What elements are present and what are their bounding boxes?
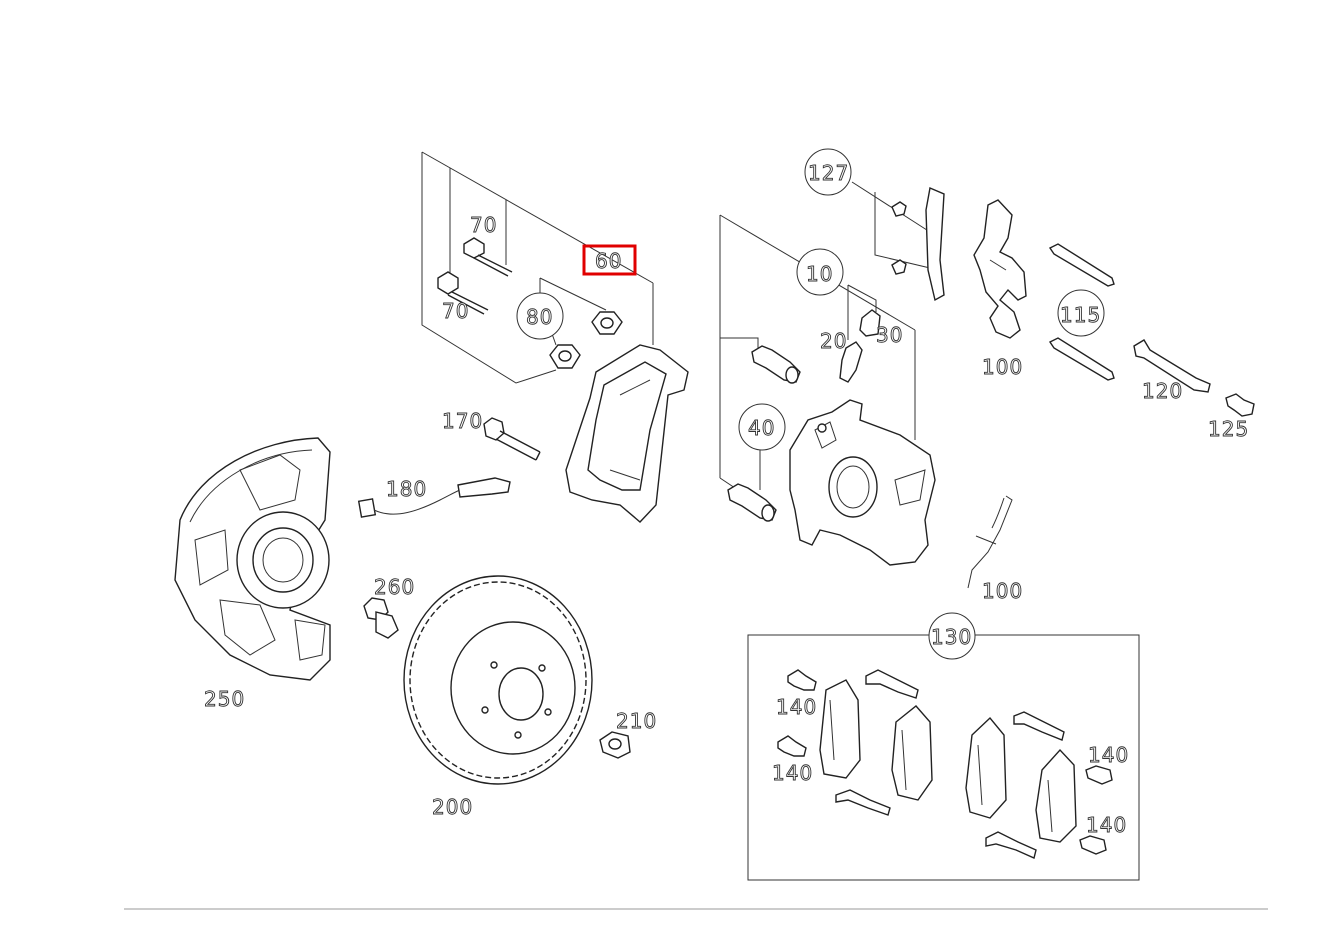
spring-100-lower: [967, 495, 1013, 589]
label-140-d: 140: [1086, 813, 1127, 837]
brake-pad-1: [819, 679, 861, 779]
spring-plate: [925, 187, 945, 302]
highlight-box-60: [582, 244, 637, 276]
caliper-body: [789, 399, 936, 566]
brake-pad-3: [965, 716, 1007, 819]
callout-bubbles: [516, 148, 1105, 660]
label-20: 20: [820, 329, 847, 353]
label-10: 10: [806, 262, 833, 286]
label-180: 180: [386, 477, 427, 501]
dust-shield-250: [174, 437, 331, 681]
clip-127-pins: [891, 201, 907, 275]
bolt-125: [1225, 393, 1255, 417]
label-40: 40: [748, 416, 775, 440]
bolt-140-d: [1079, 835, 1107, 855]
label-100-lower: 100: [982, 579, 1023, 603]
label-210: 210: [616, 709, 657, 733]
brake-disc-200: [403, 575, 593, 785]
caliper-carrier: [565, 344, 689, 523]
bolt-140-a: [787, 669, 817, 691]
label-70-lower: 70: [442, 299, 469, 323]
label-130: 130: [931, 625, 972, 649]
bleeder-screw-20: [839, 341, 863, 383]
label-115: 115: [1060, 303, 1101, 327]
guide-pin-115-upper: [1048, 243, 1115, 287]
label-80: 80: [526, 305, 553, 329]
label-127: 127: [808, 161, 849, 185]
label-170: 170: [442, 409, 483, 433]
label-60: 60: [595, 249, 622, 273]
label-260: 260: [374, 575, 415, 599]
guide-pin-40-lower: [727, 483, 777, 522]
bolt-260: [363, 597, 399, 639]
part-number-labels: 10 20 30 40 60 70 70 80 100 100 115 120 …: [204, 161, 1249, 838]
pin-120: [1133, 339, 1211, 393]
label-120: 120: [1142, 379, 1183, 403]
label-140-a: 140: [776, 695, 817, 719]
anti-rattle-spring-100-upper: [973, 199, 1027, 339]
label-125: 125: [1208, 417, 1249, 441]
pad-sensor-clips: [835, 669, 1065, 859]
label-140-b: 140: [772, 761, 813, 785]
label-200: 200: [432, 795, 473, 819]
brake-pad-4: [1035, 748, 1077, 843]
nut-60: [591, 311, 623, 335]
bolt-210: [599, 731, 631, 759]
bolt-140-c: [1085, 765, 1113, 785]
guide-pin-40-upper: [751, 345, 801, 384]
wear-sensor-180: [357, 477, 511, 518]
nut-80: [549, 344, 581, 369]
bolt-70-upper: [463, 237, 513, 277]
label-250: 250: [204, 687, 245, 711]
clip-127-lines: [851, 181, 931, 269]
label-70-upper: 70: [470, 213, 497, 237]
brake-pad-2: [891, 705, 933, 801]
label-100-upper: 100: [982, 355, 1023, 379]
bolt-70-lower: [437, 271, 489, 315]
bolt-140-b: [777, 735, 807, 757]
bolt-170: [483, 417, 541, 461]
label-30: 30: [876, 323, 903, 347]
bleeder-cap-30: [859, 309, 881, 337]
label-140-c: 140: [1088, 743, 1129, 767]
guide-pin-115-lower: [1048, 337, 1115, 381]
